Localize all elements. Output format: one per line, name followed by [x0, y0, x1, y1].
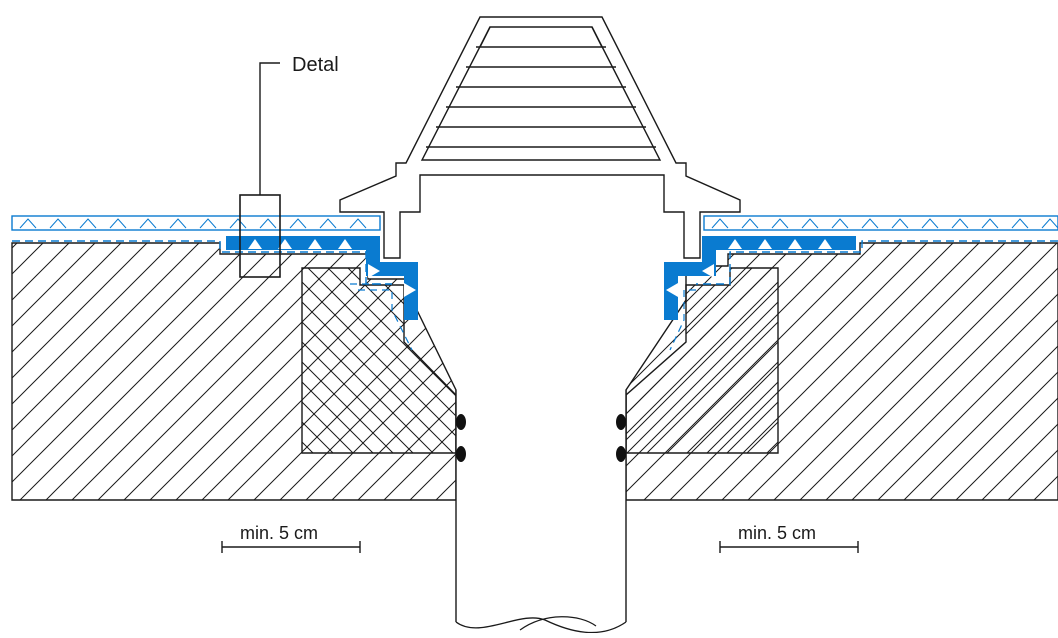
surface-layer-right: [669, 215, 1058, 351]
dimension-right: min. 5 cm: [719, 523, 859, 553]
gravel-guard: [339, 16, 741, 259]
membrane-right: [664, 236, 856, 320]
drain-body-left: [301, 267, 457, 454]
dimension-right-label: min. 5 cm: [738, 523, 816, 543]
surface-layer-left: [11, 215, 413, 351]
detail-label: Detal: [292, 54, 339, 76]
dimension-left: min. 5 cm: [221, 523, 361, 553]
drain-pipe: [455, 390, 627, 634]
dimension-left-label: min. 5 cm: [240, 523, 318, 543]
seal-ring-icon: [456, 414, 626, 462]
membrane-arrow-icon: [248, 239, 416, 297]
membrane-arrow-icon: [666, 239, 832, 297]
detail-marker: Detal: [239, 54, 339, 278]
membrane-left: [226, 236, 418, 320]
detail-marker-box: [239, 194, 281, 278]
drain-body-right: [625, 267, 779, 454]
